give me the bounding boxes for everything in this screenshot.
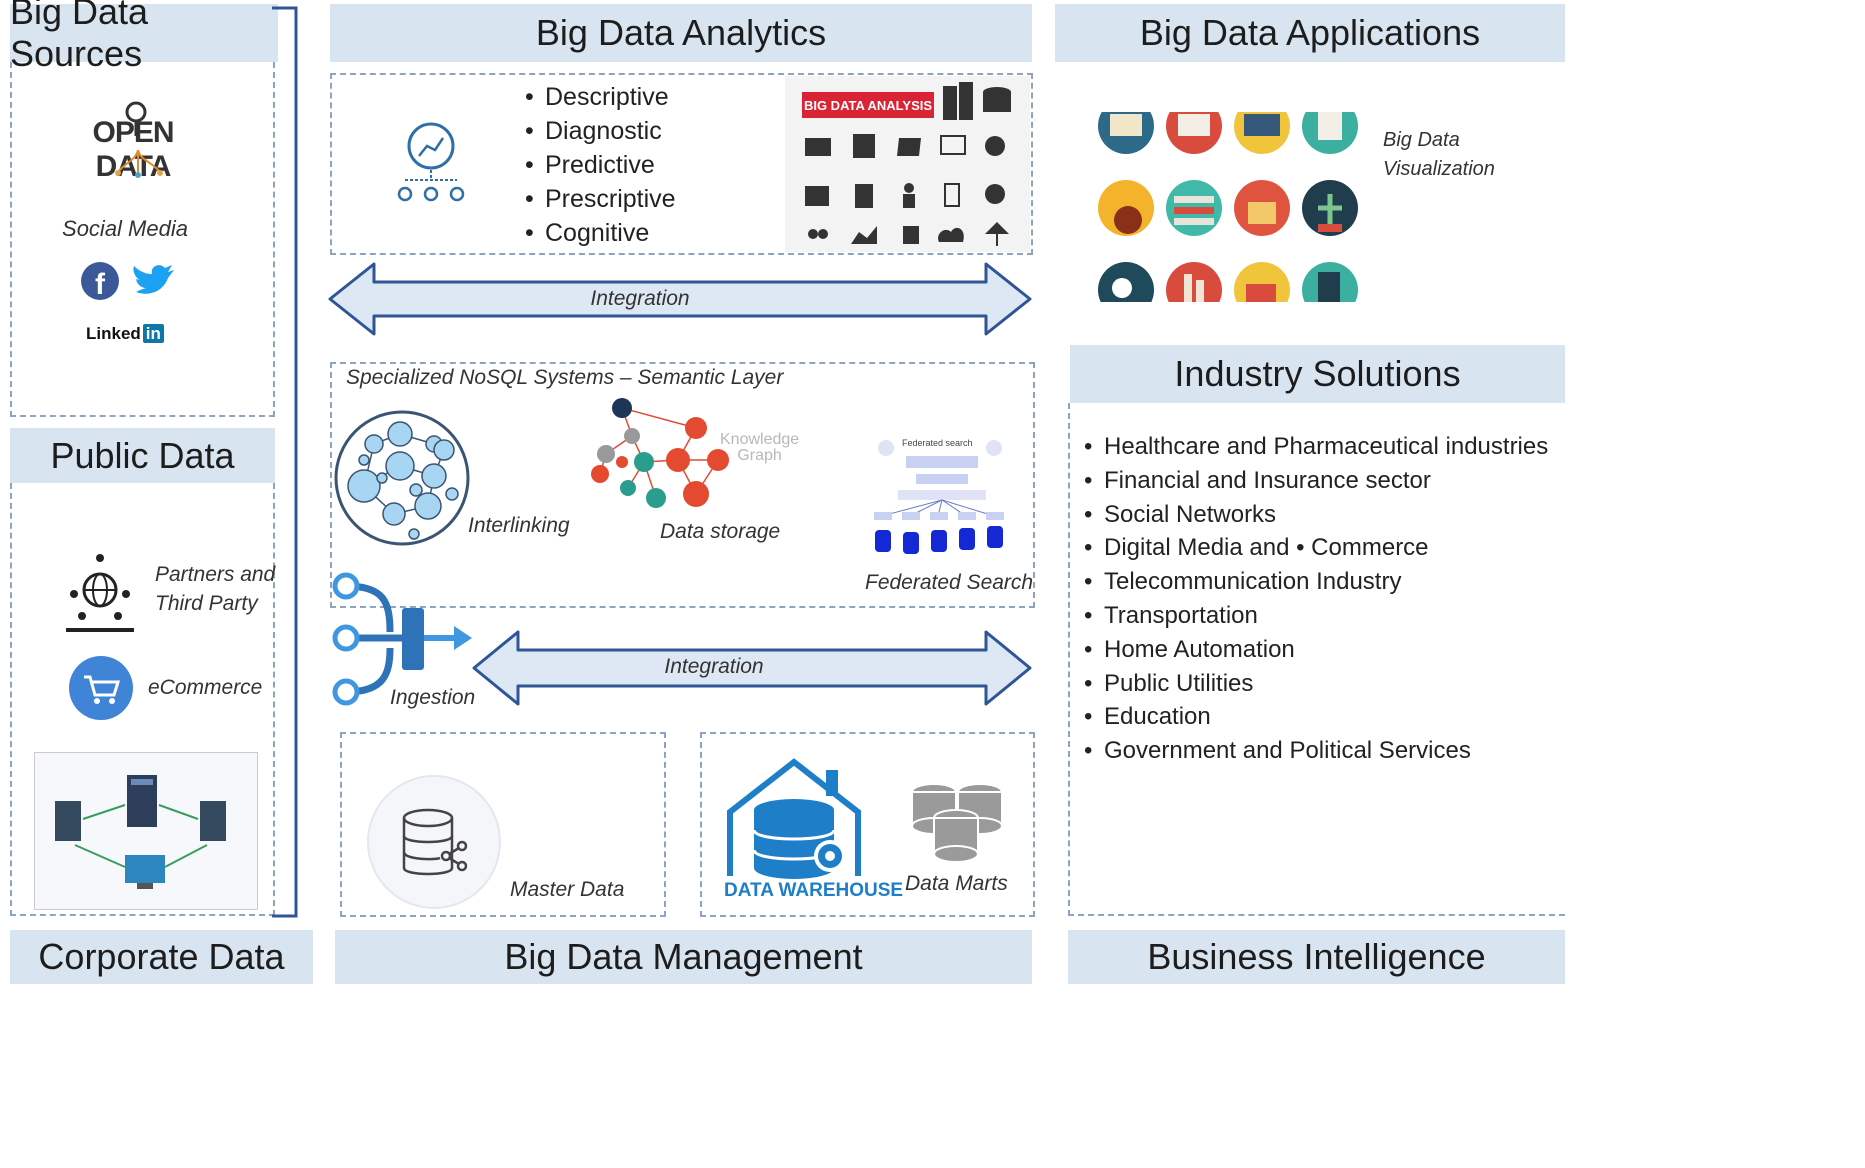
analytics-panel — [330, 73, 1033, 255]
linkedin-in-badge: in — [142, 324, 164, 343]
integration-label-top: Integration — [590, 287, 690, 310]
twitter-icon — [133, 265, 174, 294]
linkedin-text: Linked — [86, 324, 141, 343]
analytics-type-item: Descriptive — [525, 80, 676, 114]
industry-item: Public Utilities — [1084, 667, 1548, 701]
federated-search-label: Federated Search — [865, 571, 1034, 594]
industry-item: Home Automation — [1084, 633, 1548, 667]
header-label: Big Data Management — [504, 936, 863, 977]
ingestion-label: Ingestion — [390, 686, 476, 709]
sources-bracket — [272, 6, 298, 918]
big-data-visualization-label: Big Data Visualization — [1383, 129, 1495, 180]
header-big-data-applications: Big Data Applications — [1055, 4, 1565, 62]
header-label: Big Data Sources — [10, 0, 149, 74]
industry-solutions-panel — [1068, 403, 1565, 916]
data-storage-label: Data storage — [660, 520, 781, 543]
header-label: Corporate Data — [38, 936, 285, 977]
analytics-type-item: Cognitive — [525, 216, 676, 250]
analysis-icons-grid — [805, 82, 1011, 246]
header-big-data-management: Big Data Management — [335, 930, 1032, 984]
industry-item: Transportation — [1084, 599, 1548, 633]
data-marts-icon — [911, 783, 1003, 863]
interlinking-label: Interlinking — [468, 514, 570, 537]
public-data-panel — [10, 483, 275, 916]
semantic-layer-panel — [330, 362, 1035, 608]
analytics-type-item: Diagnostic — [525, 114, 676, 148]
integration-arrow-top — [328, 262, 1032, 336]
analytics-types-list: Descriptive Diagnostic Predictive Prescr… — [525, 80, 676, 250]
header-industry-solutions: Industry Solutions — [1070, 345, 1565, 403]
header-corporate-data: Corporate Data — [10, 930, 313, 984]
analytics-type-item: Predictive — [525, 148, 676, 182]
interlinking-network-icon — [334, 410, 470, 546]
federated-search-diagram: Federated search — [872, 434, 1012, 556]
facebook-icon: f — [81, 262, 119, 301]
knowledge-graph-label: Knowledge Graph — [720, 431, 800, 464]
open-data-roots-icon — [115, 150, 163, 178]
master-data-label: Master Data — [510, 878, 625, 901]
mysql-servers-image — [34, 752, 258, 910]
header-big-data-sources: Big Data Sources — [10, 0, 278, 74]
big-data-analysis-image: BIG DATA ANALYSIS — [785, 76, 1030, 252]
industry-list: Healthcare and Pharmaceutical industries… — [1084, 430, 1548, 768]
semantic-layer-title: Specialized NoSQL Systems – Semantic Lay… — [346, 366, 784, 389]
industry-item: Digital Media and • Commerce — [1084, 531, 1548, 565]
social-media-label: Social Media — [62, 216, 188, 241]
svg-text:f: f — [95, 268, 106, 301]
federated-search-icon — [874, 440, 1004, 554]
partners-label: Partners and Third Party — [155, 563, 276, 615]
header-label: Big Data Analytics — [535, 12, 827, 53]
industry-item: Telecommunication Industry — [1084, 565, 1548, 599]
header-public-data: Public Data — [10, 428, 275, 483]
header-label: Public Data — [50, 434, 235, 476]
open-data-logo: OPEN DATA — [92, 116, 174, 183]
data-warehouse-icon — [727, 758, 861, 879]
open-data-pin-icon — [125, 101, 147, 136]
integration-arrow-bottom — [472, 630, 1032, 706]
header-label: Business Intelligence — [1147, 936, 1486, 977]
header-big-data-analytics: Big Data Analytics — [330, 4, 1032, 62]
knowledge-graph-icon — [591, 398, 729, 508]
industry-item: Financial and Insurance sector — [1084, 464, 1548, 498]
data-warehouse-label: DATA WAREHOUSE — [724, 880, 904, 901]
federated-search-header: Federated search — [902, 438, 973, 448]
data-warehouse-panel — [700, 732, 1035, 917]
master-data-panel — [340, 732, 666, 917]
sources-panel — [10, 62, 275, 417]
industry-item: Social Networks — [1084, 498, 1548, 532]
industry-item: Education — [1084, 700, 1548, 734]
header-business-intelligence: Business Intelligence — [1068, 930, 1565, 984]
industry-item: Government and Political Services — [1084, 734, 1548, 768]
data-marts-label: Data Marts — [905, 872, 1008, 895]
analytics-chart-icon — [397, 122, 465, 202]
visualization-icons-grid — [1098, 112, 1358, 302]
server-cluster-icon — [55, 775, 226, 889]
integration-label-bottom: Integration — [664, 655, 764, 678]
ecommerce-label: eCommerce — [148, 676, 263, 699]
ingestion-icon — [332, 572, 472, 706]
header-label: Industry Solutions — [1174, 353, 1461, 394]
master-data-database-icon — [367, 775, 501, 909]
ecommerce-cart-icon — [69, 656, 133, 720]
industry-item: Healthcare and Pharmaceutical industries — [1084, 430, 1548, 464]
analytics-type-item: Prescriptive — [525, 182, 676, 216]
partners-globe-icon — [66, 554, 134, 632]
header-label: Big Data Applications — [1139, 12, 1481, 53]
big-data-analysis-banner: BIG DATA ANALYSIS — [802, 92, 934, 118]
